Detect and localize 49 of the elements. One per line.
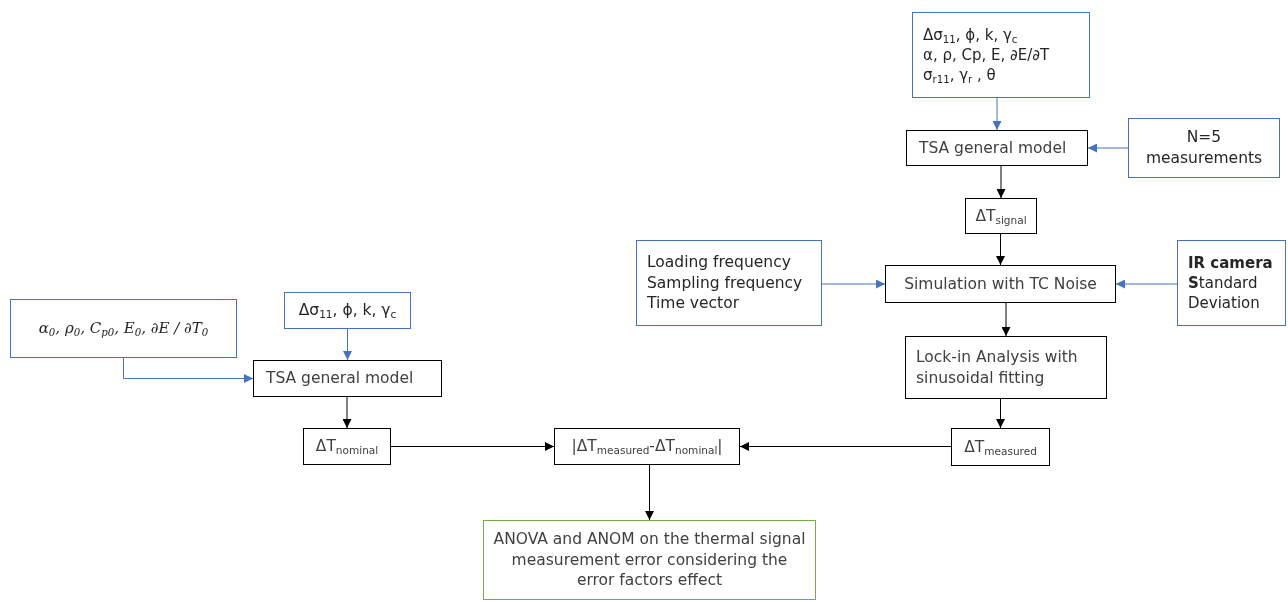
arrow bbox=[996, 165, 1006, 199]
input-box bbox=[636, 240, 822, 326]
node-label: Simulation with TC Noise bbox=[904, 273, 1097, 295]
node-label: σ$_{r11}$, γ$_{r}$ , θ bbox=[923, 65, 996, 86]
node-label: Standard Deviation bbox=[1188, 272, 1261, 314]
input-box bbox=[912, 12, 1090, 98]
node-label: TSA general model bbox=[266, 368, 414, 389]
node-label: Sampling frequency bbox=[647, 272, 803, 294]
process-box bbox=[303, 428, 391, 465]
node-label: Loading frequency bbox=[647, 251, 791, 273]
process-box bbox=[253, 360, 442, 397]
node-label: N=5 measurements bbox=[1144, 127, 1264, 169]
process-box bbox=[951, 428, 1050, 466]
node-label: Time vector bbox=[647, 293, 740, 315]
process-box bbox=[885, 265, 1116, 303]
arrow bbox=[739, 442, 952, 451]
result-box bbox=[483, 520, 816, 600]
input-box bbox=[10, 299, 237, 358]
arrow bbox=[1087, 143, 1129, 153]
arrow bbox=[821, 279, 886, 289]
node-label: Δσ$_{11}$, ϕ, k, γ$_{c}$ bbox=[298, 300, 397, 321]
arrow bbox=[992, 97, 1002, 131]
node-label: ANOVA and ANOM on the thermal signal measurement error considering the error factors effect bbox=[492, 528, 807, 592]
arrow bbox=[996, 233, 1005, 266]
arrow bbox=[342, 396, 352, 429]
arrow bbox=[390, 442, 555, 451]
node-label: ΔT$_{measured}$ bbox=[964, 436, 1037, 458]
process-box bbox=[906, 130, 1088, 166]
arrow bbox=[343, 328, 352, 361]
arrow bbox=[1115, 279, 1178, 289]
arrow bbox=[123, 357, 254, 383]
process-box bbox=[905, 336, 1107, 399]
node-label: α, ρ, Cp, E, ∂E/∂T bbox=[923, 44, 1050, 66]
input-box bbox=[1128, 118, 1280, 178]
arrow bbox=[645, 464, 654, 521]
node-label: TSA general model bbox=[919, 137, 1067, 159]
node-label: ΔT$_{nominal}$ bbox=[315, 436, 379, 457]
process-box bbox=[965, 198, 1037, 234]
process-box bbox=[554, 428, 740, 465]
formula: α$_{0}$, ρ$_{0}$, C$_{p0}$, E$_{0}$, ∂E / ∂T$_{0}$ bbox=[38, 318, 209, 339]
node-label: |ΔT$_{measured}$-ΔT$_{nominal}$| bbox=[571, 436, 723, 457]
node-label: IR camera bbox=[1188, 252, 1273, 273]
input-box bbox=[1177, 240, 1286, 326]
node-label: Lock-in Analysis with sinusoidal fitting bbox=[916, 346, 1079, 389]
node-label: ΔT$_{signal}$ bbox=[975, 205, 1027, 227]
input-box bbox=[284, 292, 411, 329]
node-label: Δσ$_{11}$, ϕ, k, γ$_{c}$ bbox=[923, 24, 1018, 45]
arrow bbox=[1001, 302, 1011, 337]
arrow bbox=[996, 398, 1005, 429]
